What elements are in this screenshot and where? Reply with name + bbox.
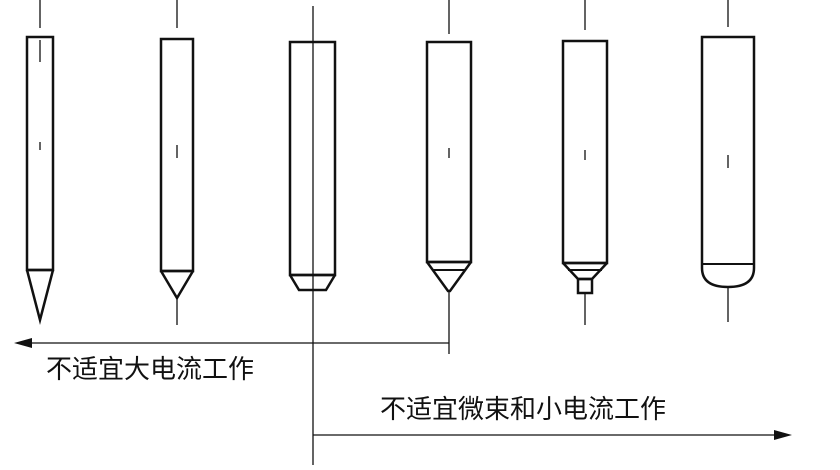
electrode-6-rounded-tip [700, 0, 756, 322]
label-not-suitable-microbeam-low-current: 不适宜微束和小电流工作 [380, 395, 667, 425]
range-arrow-left [14, 290, 450, 354]
arrowhead-right-icon [774, 430, 792, 440]
electrode-4-cone-with-flat-tip [425, 0, 473, 293]
electrode-5-stepped-flat-tip [561, 0, 609, 325]
arrowhead-left-icon [14, 338, 32, 348]
electrode-1-sharp-tip [25, 0, 55, 325]
label-not-suitable-high-current: 不适宜大电流工作 [46, 355, 255, 385]
electrode-2-blunt-cone-tip [159, 0, 195, 325]
range-arrow-right [312, 6, 792, 465]
